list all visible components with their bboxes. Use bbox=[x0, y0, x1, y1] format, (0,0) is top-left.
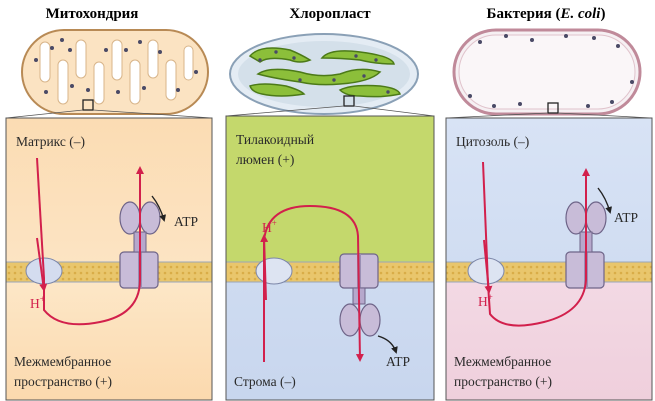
bacterium-illustration bbox=[445, 28, 653, 119]
atp-arrow bbox=[597, 187, 612, 214]
mitochondrion-illustration bbox=[5, 29, 213, 119]
chloro-top-label-2: люмен (+) bbox=[236, 152, 294, 167]
bact-bottom-label-2: пространство (+) bbox=[454, 374, 552, 389]
proton-arrow bbox=[263, 204, 364, 362]
atp-synthase bbox=[339, 253, 381, 337]
proton-label: H+ bbox=[30, 294, 45, 311]
bact-bottom-label-1: Межмембранное bbox=[454, 354, 551, 369]
atp-label: ATP bbox=[386, 354, 410, 369]
bact-top-label: Цитозоль (–) bbox=[456, 134, 529, 149]
proton-arrow-down bbox=[36, 157, 45, 279]
panel-chloroplast: Хлоропласт Тилакои bbox=[225, 6, 435, 401]
panel-title: Хлоропласт bbox=[289, 6, 371, 22]
panel-bacteria: Бактерия (E. coli) Цитозоль (–) Межмембр… bbox=[445, 6, 653, 401]
atp-label: ATP bbox=[174, 214, 198, 229]
proton-label: H+ bbox=[478, 292, 493, 309]
transporter-protein bbox=[255, 257, 293, 285]
panel-title: Митохондрия bbox=[46, 6, 139, 22]
chloro-top-label-1: Тилакоидный bbox=[236, 132, 314, 147]
atp-arrow bbox=[377, 335, 398, 354]
chloro-bottom-label: Строма (–) bbox=[234, 374, 296, 389]
atp-label: ATP bbox=[614, 210, 638, 225]
mito-top-label: Матрикс (–) bbox=[16, 134, 85, 149]
bact-periplasm bbox=[446, 282, 652, 400]
panel-mitochondrion: Митохондрия bbox=[5, 6, 213, 401]
mito-intermembrane-space bbox=[6, 282, 212, 400]
proton-arrow-return bbox=[43, 166, 144, 326]
proton-arrow-return bbox=[487, 168, 590, 327]
chloroplast-illustration bbox=[225, 33, 435, 117]
atp-arrow bbox=[151, 195, 166, 222]
panel-title: Бактерия (E. coli) bbox=[487, 6, 606, 22]
proton-label: H+ bbox=[262, 218, 277, 235]
mito-bottom-label-1: Межмембранное bbox=[14, 354, 111, 369]
mito-bottom-label-2: пространство (+) bbox=[14, 374, 112, 389]
